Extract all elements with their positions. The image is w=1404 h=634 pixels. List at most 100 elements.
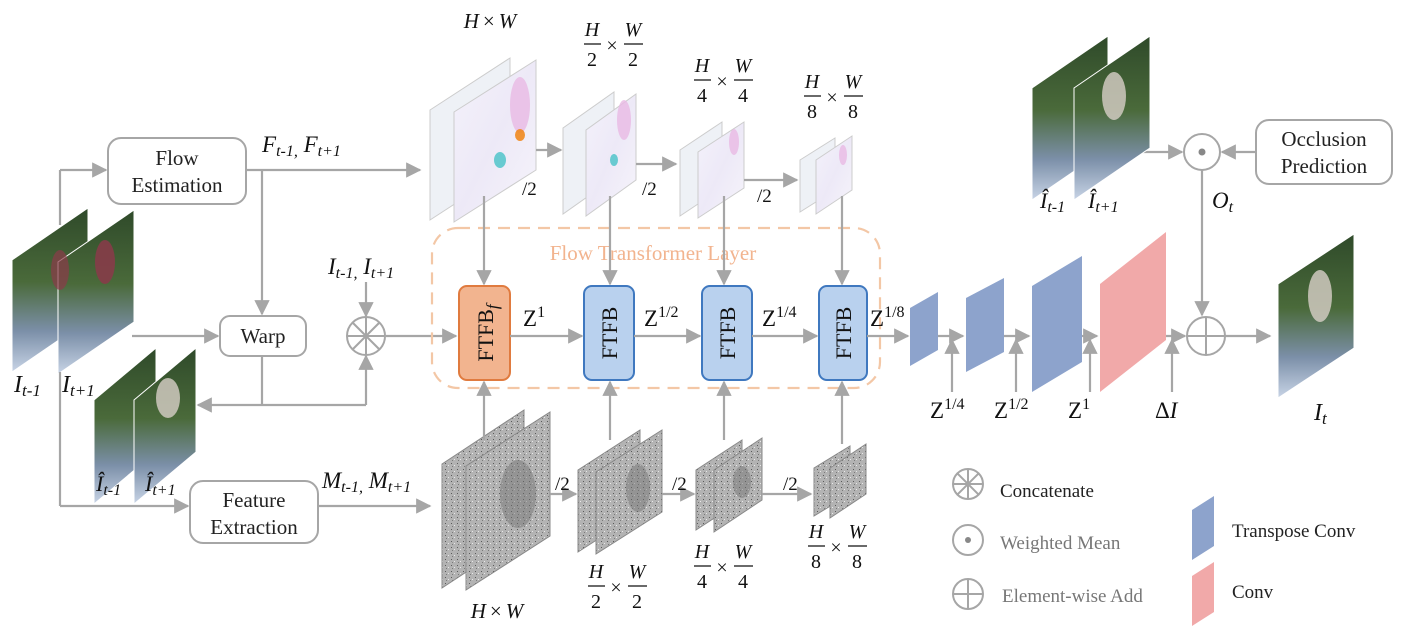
feature-extraction-box: Feature Extraction [189, 480, 319, 544]
feature-div-2-c: /2 [783, 474, 798, 495]
feature-scale-label-half: H 2 × W 2 [588, 561, 648, 613]
flow-div-2-c: /2 [757, 186, 772, 207]
warped-frame-label-next: Ît+1 [144, 471, 176, 499]
svg-text:2: 2 [628, 49, 638, 71]
left-connectors [58, 162, 458, 514]
decoder-z-half: Z1/2 [994, 396, 1029, 423]
warped-frame-pair-right [1031, 35, 1151, 201]
decoder-arrows [938, 328, 1187, 392]
feature-div-2-b: /2 [672, 474, 687, 495]
z-label-half: Z1/2 [644, 304, 679, 331]
flow-to-ftfb-arrows [476, 196, 850, 286]
svg-text:W: W [735, 541, 754, 563]
ftfb-f-block: FTFBf [458, 285, 511, 381]
svg-text:Weighted Mean: Weighted Mean [1000, 533, 1121, 554]
svg-text:Conv: Conv [1232, 582, 1274, 603]
svg-text:×: × [716, 71, 727, 93]
legend-element-wise-add: Element-wise Add [952, 578, 1143, 610]
feature-scale-label-quarter: H 4 × W 4 [694, 541, 754, 593]
svg-text:×: × [606, 35, 617, 57]
element-wise-add-symbol [1186, 316, 1226, 356]
svg-text:×: × [826, 87, 837, 109]
svg-text:2: 2 [632, 591, 642, 613]
warped-frame-right-label-next: Ît+1 [1087, 188, 1119, 216]
feature-scale-label-full: H×W [470, 599, 526, 623]
svg-text:×: × [830, 537, 841, 559]
svg-text:2: 2 [591, 591, 601, 613]
output-label: It [1313, 400, 1328, 428]
svg-text:Flow: Flow [155, 146, 199, 170]
svg-text:H: H [808, 521, 825, 543]
flow-transformer-layer-label: Flow Transformer Layer [550, 241, 756, 265]
flow-downsample-arrows [536, 142, 799, 188]
svg-text:8: 8 [852, 551, 862, 573]
feature-scale-label-eighth: H 8 × W 8 [808, 521, 868, 573]
svg-text:Warp: Warp [241, 324, 286, 348]
legend-conv: Conv [1192, 562, 1274, 626]
svg-text:H: H [694, 55, 711, 77]
legend: Concatenate Weighted Mean Element-wise A… [952, 468, 1356, 626]
z-label-eighth: Z1/8 [870, 304, 905, 331]
svg-text:W: W [849, 521, 868, 543]
decoder-delta-i: ΔI [1155, 398, 1179, 423]
svg-text:FTFB: FTFB [831, 307, 856, 360]
weighted-mean-arrows [1142, 144, 1256, 317]
svg-text:8: 8 [807, 101, 817, 123]
input-frame-label-prev: It-1 [13, 372, 41, 400]
features-label: Mt-1, Mt+1 [321, 468, 411, 496]
svg-text:H: H [804, 71, 821, 93]
svg-text:W: W [735, 55, 754, 77]
warped-frame-right-label-prev: Ît-1 [1039, 188, 1065, 216]
flow-estimation-box: Flow Estimation [107, 137, 247, 205]
occlusion-prediction-box: Occlusion Prediction [1255, 119, 1393, 185]
flow-transformer-layer-frame [430, 226, 882, 390]
decoder-layers [910, 232, 1166, 392]
svg-text:Feature: Feature [223, 488, 286, 512]
feature-scale-labels: H×W H 2 × W 2 H 4 × W 4 H 8 × W 8 [470, 521, 868, 623]
svg-text:4: 4 [738, 85, 748, 107]
flow-map-stacks [429, 57, 853, 223]
svg-text:Element-wise Add: Element-wise Add [1002, 586, 1143, 607]
svg-text:8: 8 [848, 101, 858, 123]
svg-text:2: 2 [587, 49, 597, 71]
svg-text:4: 4 [697, 571, 707, 593]
legend-weighted-mean: Weighted Mean [952, 524, 1121, 556]
flow-scale-label-full: H×W [463, 9, 519, 33]
svg-text:FTFB: FTFB [597, 307, 622, 360]
svg-text:H: H [694, 541, 711, 563]
svg-text:Transpose Conv: Transpose Conv [1232, 521, 1356, 542]
feature-to-ftfb-arrows [476, 380, 850, 444]
flow-div-2-b: /2 [642, 179, 657, 200]
decoder-z-one: Z1 [1068, 396, 1090, 423]
svg-text:Estimation: Estimation [132, 173, 223, 197]
weighted-mean-symbol [1183, 133, 1221, 171]
svg-text:FTFBf: FTFBf [473, 302, 502, 362]
flows-label: Ft-1, Ft+1 [261, 132, 341, 160]
svg-text:Extraction: Extraction [210, 515, 298, 539]
flow-scale-labels: H×W H 2 × W 2 H 4 × W 4 H 8 × W [463, 9, 864, 123]
z-labels: Z1 Z1/2 Z1/4 Z1/8 [523, 304, 905, 331]
decoder-z-quarter: Z1/4 [930, 396, 965, 423]
svg-text:×: × [716, 557, 727, 579]
flow-scale-label-eighth: H 8 × W 8 [804, 71, 864, 123]
concat-input-label: It-1, It+1 [327, 254, 394, 282]
warp-box: Warp [219, 315, 307, 357]
svg-text:W: W [845, 71, 864, 93]
svg-text:Concatenate: Concatenate [1000, 481, 1094, 502]
svg-text:4: 4 [697, 85, 707, 107]
warped-frame-label-prev: Ît-1 [95, 471, 121, 499]
flow-scale-label-quarter: H 4 × W 4 [694, 55, 754, 107]
svg-text:FTFB: FTFB [715, 307, 740, 360]
concatenate-symbol [346, 316, 386, 356]
feature-div-2-a: /2 [555, 474, 570, 495]
svg-text:Prediction: Prediction [1281, 154, 1368, 178]
input-frame-label-next: It+1 [61, 372, 95, 400]
svg-text:W: W [625, 19, 644, 41]
input-frame-pair [11, 207, 135, 375]
svg-text:Occlusion: Occlusion [1281, 127, 1367, 151]
feature-map-stacks [441, 409, 867, 591]
ftfb-block-2: FTFB [701, 285, 753, 381]
svg-text:8: 8 [811, 551, 821, 573]
flow-div-2-a: /2 [522, 179, 537, 200]
svg-text:H: H [584, 19, 601, 41]
